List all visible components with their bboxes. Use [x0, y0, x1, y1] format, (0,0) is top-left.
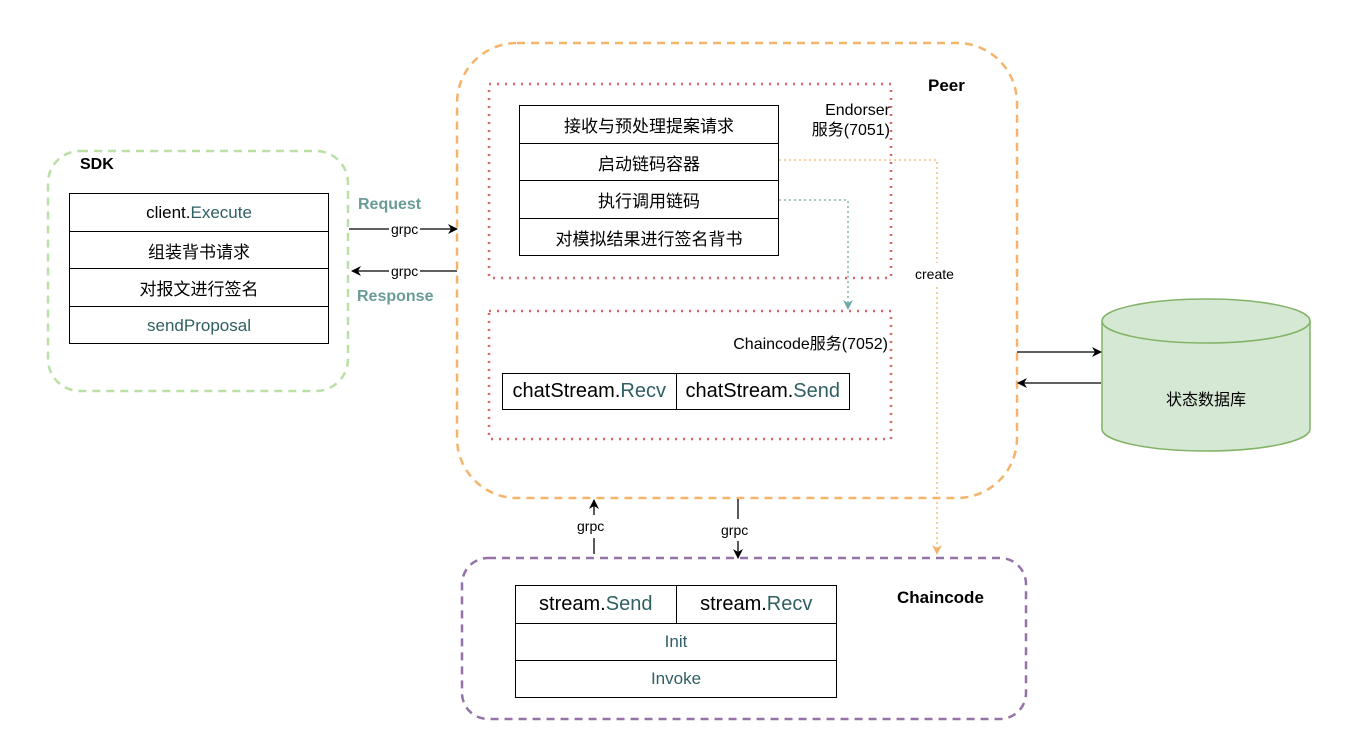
- create-arrow: [779, 159, 938, 263]
- endorser-title-line1: Endorser: [825, 102, 890, 119]
- request-label: Request: [358, 196, 422, 213]
- sdk-step-sign: 对报文进行签名: [70, 269, 328, 307]
- chaincode-service-box: [487, 309, 893, 441]
- invoke-to-chaincode-service-arrow: [779, 199, 853, 310]
- chatstream-recv-obj: chatStream.: [512, 380, 621, 402]
- grpc-request-label: grpc: [389, 221, 421, 237]
- chatstream-recv-method: Recv: [620, 380, 666, 402]
- stream-send-method: Send: [605, 593, 653, 615]
- grpc-down-label: grpc: [721, 522, 749, 538]
- endorser-service-box: [487, 82, 893, 280]
- chatstream-box: chatStream.Recv chatStream.Send: [502, 373, 850, 410]
- endorser-step-list: 接收与预处理提案请求 启动链码容器 执行调用链码 对模拟结果进行签名背书: [519, 105, 779, 256]
- chatstream-send-method: Send: [793, 380, 841, 402]
- chaincode-container: [460, 556, 1028, 721]
- chaincode-init: Init: [516, 624, 836, 661]
- sdk-step-send-proposal: sendProposal: [147, 315, 251, 335]
- endorser-service-title: Endorser 服务(7051): [790, 101, 890, 141]
- database-cylinder: [1101, 298, 1311, 452]
- chatstream-recv: chatStream.Recv: [503, 374, 676, 409]
- stream-recv-method: Recv: [766, 593, 813, 615]
- endorser-step-endorse: 对模拟结果进行签名背书: [555, 230, 743, 249]
- create-label: create: [914, 266, 955, 282]
- grpc-up-label: grpc: [577, 518, 605, 534]
- sdk-step-assemble: 组装背书请求: [70, 232, 328, 269]
- grpc-response-label: grpc: [389, 263, 421, 279]
- stream-recv-obj: stream.: [700, 593, 767, 615]
- endorser-title-line2: 服务(7051): [811, 122, 890, 139]
- chatstream-send-obj: chatStream.: [685, 380, 794, 402]
- sdk-step-execute: client.Execute: [70, 194, 328, 232]
- response-label: Response: [357, 288, 434, 305]
- chaincode-title: Chaincode: [897, 588, 984, 607]
- chaincode-method-list: stream.Send stream.Recv Init Invoke: [515, 585, 837, 698]
- endorser-step-start-container: 启动链码容器: [520, 144, 778, 181]
- stream-recv: stream.Recv: [675, 586, 837, 623]
- stream-send: stream.Send: [516, 586, 676, 623]
- stream-send-obj: stream.: [539, 593, 606, 615]
- peer-container: [455, 41, 1019, 500]
- sdk-step-list: client.Execute 组装背书请求 对报文进行签名 sendPropos…: [69, 193, 329, 344]
- chaincode-invoke: Invoke: [650, 669, 702, 688]
- endorser-step-receive: 接收与预处理提案请求: [520, 106, 778, 144]
- sdk-step-execute-obj: client.: [146, 202, 191, 222]
- chatstream-send: chatStream.Send: [675, 374, 850, 409]
- endorser-step-invoke: 执行调用链码: [520, 181, 778, 219]
- database-label: 状态数据库: [1165, 392, 1246, 409]
- sdk-title: SDK: [80, 156, 114, 173]
- sdk-container: [46, 149, 350, 393]
- sdk-step-execute-method: Execute: [190, 202, 252, 222]
- chaincode-service-title: Chaincode服务(7052): [733, 336, 888, 353]
- peer-title: Peer: [928, 76, 965, 95]
